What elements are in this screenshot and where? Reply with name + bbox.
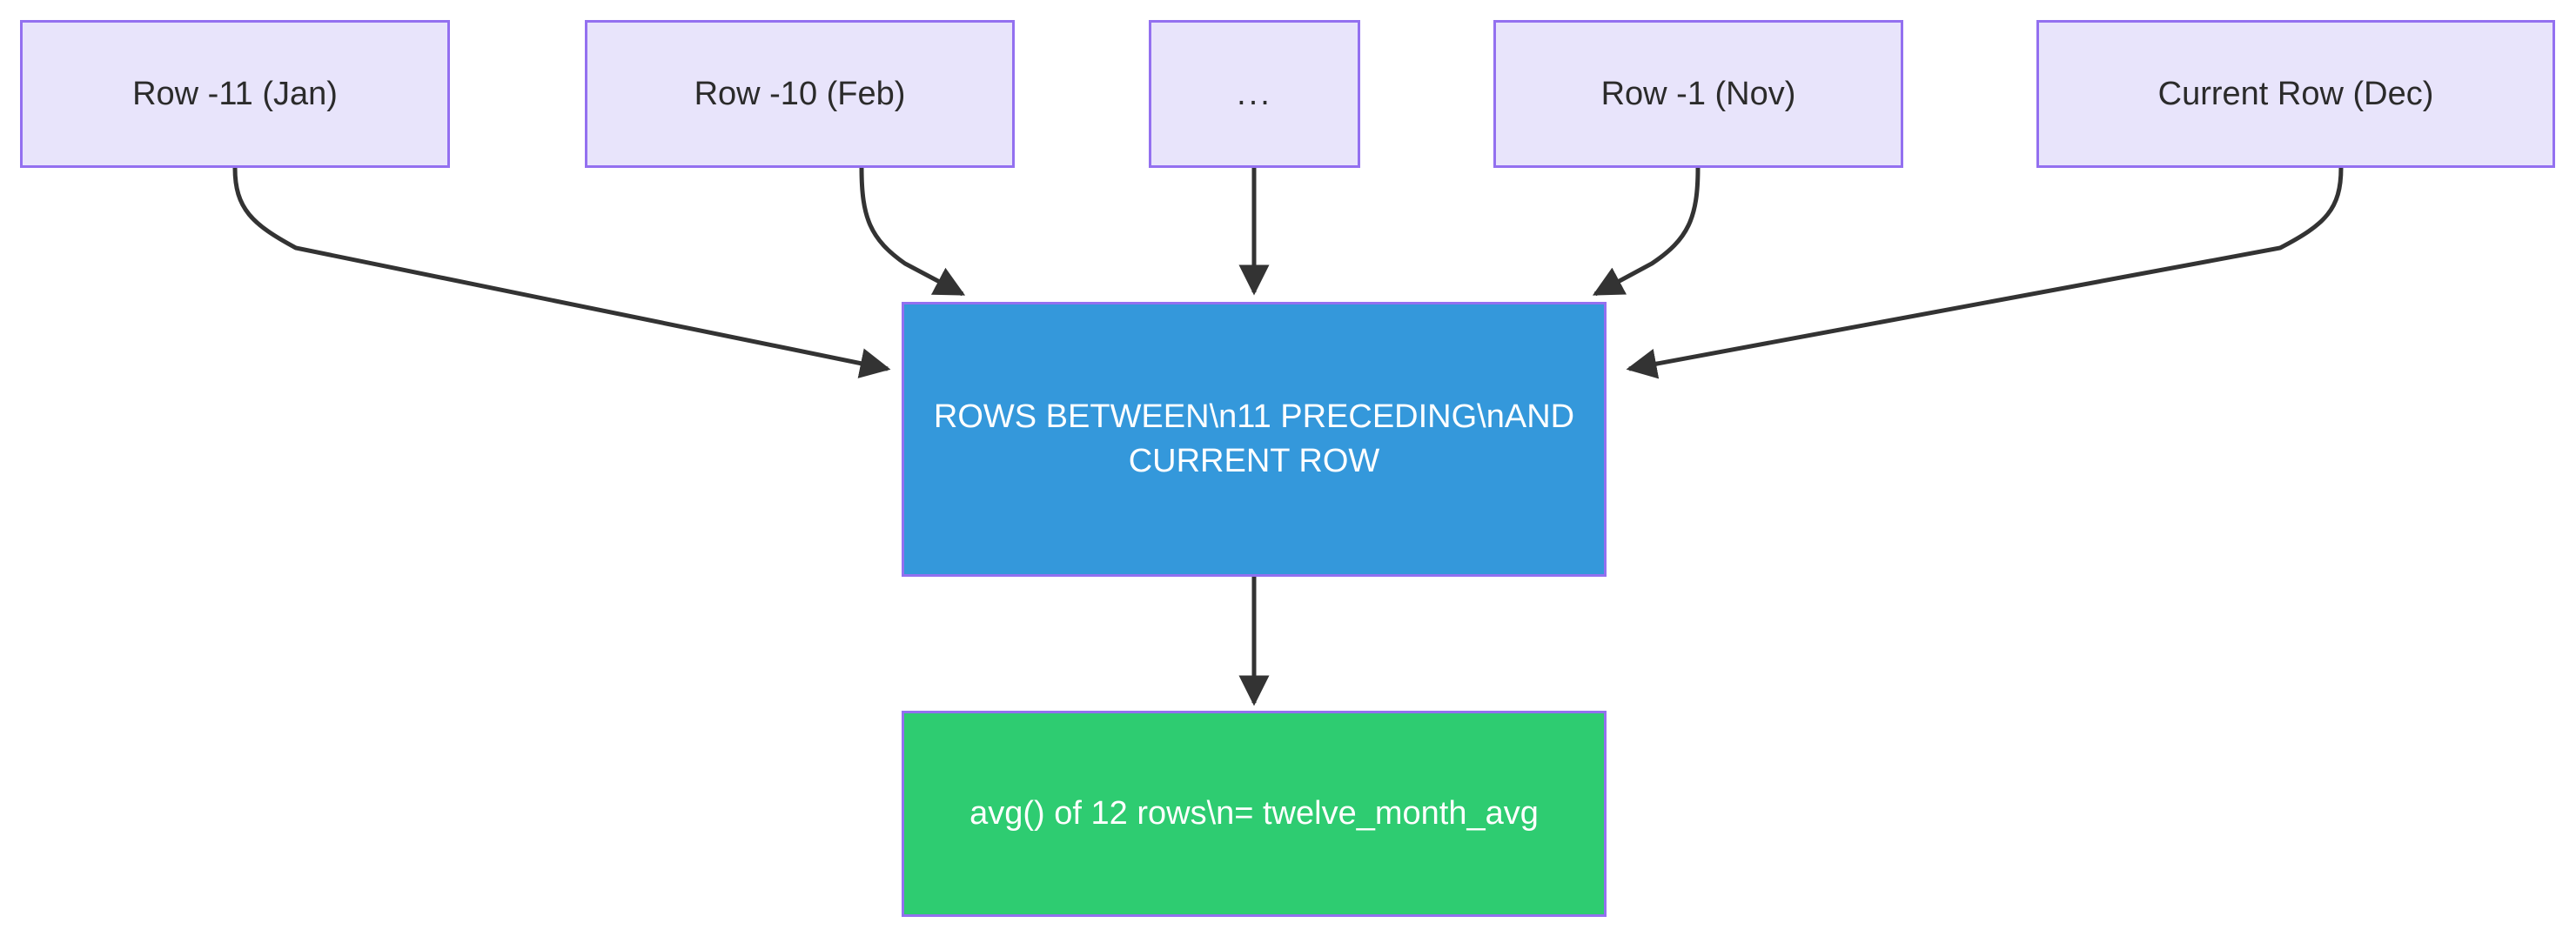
node-window-frame-label: ROWS BETWEEN\n11 PRECEDING\nAND CURRENT … — [933, 398, 1575, 479]
edge-row-10-to-frame — [859, 167, 966, 297]
node-row-ellipsis-label: ... — [1237, 75, 1272, 112]
node-row-ellipsis[interactable]: ... — [1149, 20, 1360, 168]
node-aggregate-result-label: avg() of 12 rows\n= twelve_month_avg — [969, 795, 1539, 833]
node-row-minus-11-label: Row -11 (Jan) — [132, 75, 338, 112]
node-aggregate-result[interactable]: avg() of 12 rows\n= twelve_month_avg — [902, 711, 1607, 917]
node-row-minus-1-label: Row -1 (Nov) — [1600, 75, 1796, 112]
edge-current-row-to-frame — [1626, 167, 2344, 379]
node-row-minus-11[interactable]: Row -11 (Jan) — [20, 20, 450, 168]
edge-row-1-to-frame — [1592, 167, 1701, 297]
node-row-minus-10[interactable]: Row -10 (Feb) — [585, 20, 1015, 168]
node-row-minus-10-label: Row -10 (Feb) — [694, 75, 906, 112]
node-window-frame[interactable]: ROWS BETWEEN\n11 PRECEDING\nAND CURRENT … — [902, 302, 1607, 577]
node-row-minus-1[interactable]: Row -1 (Nov) — [1493, 20, 1903, 168]
node-current-row[interactable]: Current Row (Dec) — [2036, 20, 2555, 168]
edge-row-11-to-frame — [232, 167, 891, 378]
node-current-row-label: Current Row (Dec) — [2157, 75, 2434, 112]
